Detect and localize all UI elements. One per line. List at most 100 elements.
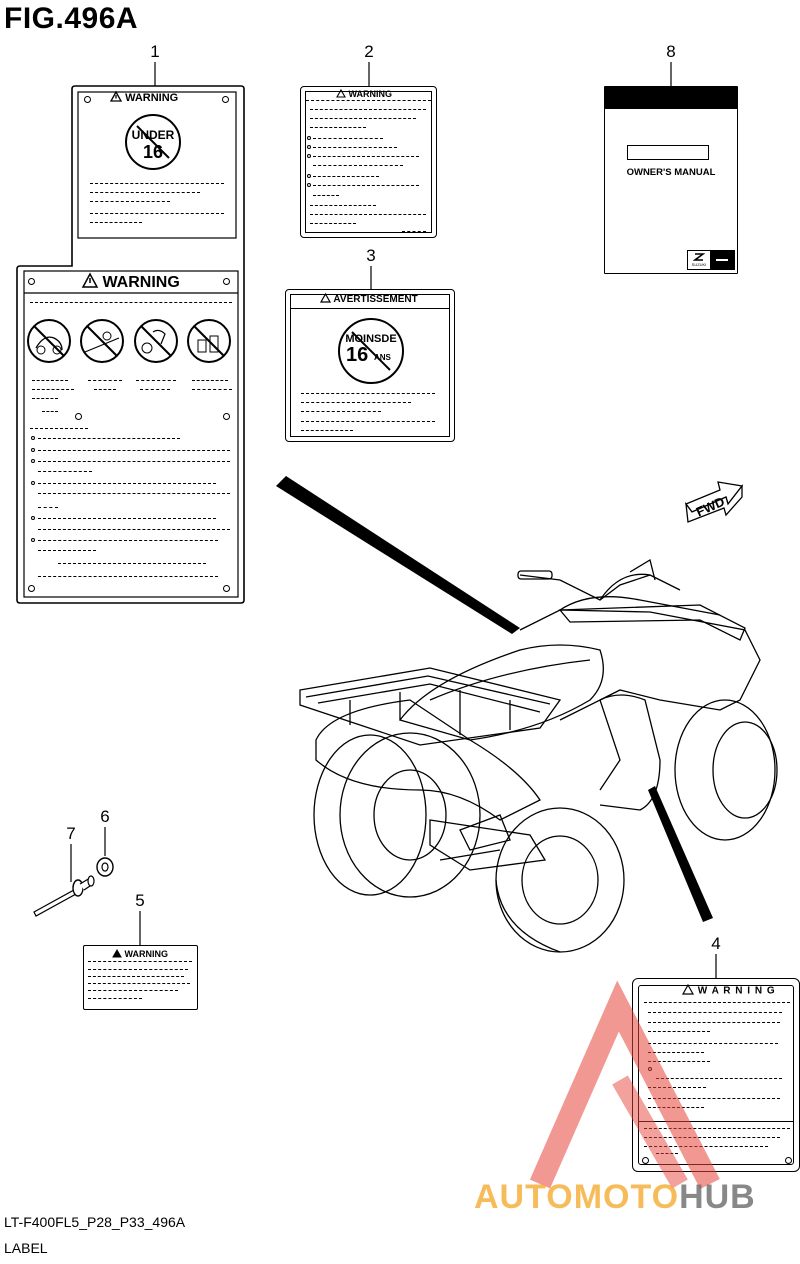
text-line (644, 1146, 768, 1147)
suzuki-logo-icon: SUZUKI (688, 251, 710, 269)
mount-hole (223, 278, 230, 285)
watermark-part-2: HUB (679, 1178, 756, 1216)
label-4-warning: W A R N I N G (681, 983, 776, 998)
text-line (38, 540, 218, 541)
no-paved-road-pictogram-icon (80, 319, 124, 363)
bullet (307, 136, 311, 140)
figure-title: FIG.496A (4, 2, 139, 35)
label-5-warning: WARNING (112, 949, 168, 960)
text-line (648, 1098, 780, 1099)
bullet (31, 481, 35, 485)
warning-triangle-icon (109, 90, 123, 105)
text-line (42, 411, 58, 412)
text-line (58, 563, 206, 564)
brand-dark-block (710, 251, 734, 269)
text-line (88, 969, 188, 970)
text-line (301, 393, 435, 394)
warning-triangle-icon (81, 272, 99, 293)
text-line (38, 450, 230, 451)
text-line (310, 118, 416, 119)
warning-text: WARNING (124, 949, 169, 959)
text-line (90, 183, 224, 184)
text-line (648, 1052, 704, 1053)
mount-hole (642, 1157, 649, 1164)
mount-hole (785, 1157, 792, 1164)
text-line (94, 389, 116, 390)
text-line (136, 380, 176, 381)
bullet (307, 154, 311, 158)
text-line (313, 147, 397, 148)
warning-text: WARNING (348, 89, 393, 99)
text-line (90, 213, 224, 214)
text-line (38, 493, 230, 494)
text-line (38, 550, 96, 551)
warning-triangle-icon (112, 949, 122, 960)
text-line (644, 1128, 790, 1129)
text-line (648, 1087, 706, 1088)
text-line (656, 1078, 782, 1079)
text-line (38, 507, 58, 508)
ans-text: ANS (374, 353, 391, 362)
under-text: UNDER (131, 128, 175, 142)
text-line (30, 302, 232, 303)
text-line (88, 380, 122, 381)
prohibition-slash-icon (136, 125, 170, 159)
text-line (313, 156, 419, 157)
callout-2: 2 (364, 42, 374, 61)
warning-triangle-icon (681, 983, 695, 998)
moins-de-16-sign: MOINSDE 16 ANS (338, 318, 404, 384)
text-line (313, 176, 379, 177)
text-line (644, 1002, 790, 1003)
prohibition-slash-icon (351, 331, 391, 371)
warning-text: WARNING (125, 91, 179, 104)
text-line (38, 529, 230, 530)
text-line (310, 223, 356, 224)
owners-manual-book: OWNER'S MANUAL SUZUKI (604, 86, 738, 274)
text-line (313, 165, 403, 166)
text-line (648, 1043, 778, 1044)
manual-title-box (627, 145, 709, 160)
text-line (648, 1022, 780, 1023)
callout-1: 1 (150, 42, 160, 61)
text-line (32, 398, 58, 399)
section-name: LABEL (4, 1240, 48, 1256)
fwd-arrow-icon: FWD (684, 481, 744, 523)
text-line (310, 205, 376, 206)
text-line (140, 389, 170, 390)
pointer-wedge-label-4 (648, 786, 713, 922)
age-text: 16 (142, 142, 164, 162)
text-line (306, 100, 431, 101)
text-line (30, 428, 88, 429)
text-line (648, 1031, 710, 1032)
bullet (31, 459, 35, 463)
bullet (307, 183, 311, 187)
age-text: 16 (346, 344, 369, 366)
watermark-brand: AUTOMOTOHUB (474, 1178, 756, 1217)
no-alcohol-pictogram-icon (134, 319, 178, 363)
bullet (31, 448, 35, 452)
text-line (301, 421, 435, 422)
no-passenger-pictogram-icon (27, 319, 71, 363)
text-line (88, 961, 192, 962)
text-line (32, 389, 74, 390)
warning-triangle-icon (336, 89, 346, 100)
text-line (38, 471, 92, 472)
model-code: LT-F400FL5_P28_P33_496A (4, 1214, 186, 1230)
callout-4: 4 (711, 934, 721, 953)
text-line (192, 389, 232, 390)
text-line (90, 192, 200, 193)
brand-mark-text: SUZUKI (691, 262, 707, 267)
text-line (644, 1137, 780, 1138)
text-line (38, 438, 180, 439)
text-line (310, 214, 426, 215)
mount-hole (222, 96, 229, 103)
text-line (648, 1012, 782, 1013)
mount-hole (28, 585, 35, 592)
